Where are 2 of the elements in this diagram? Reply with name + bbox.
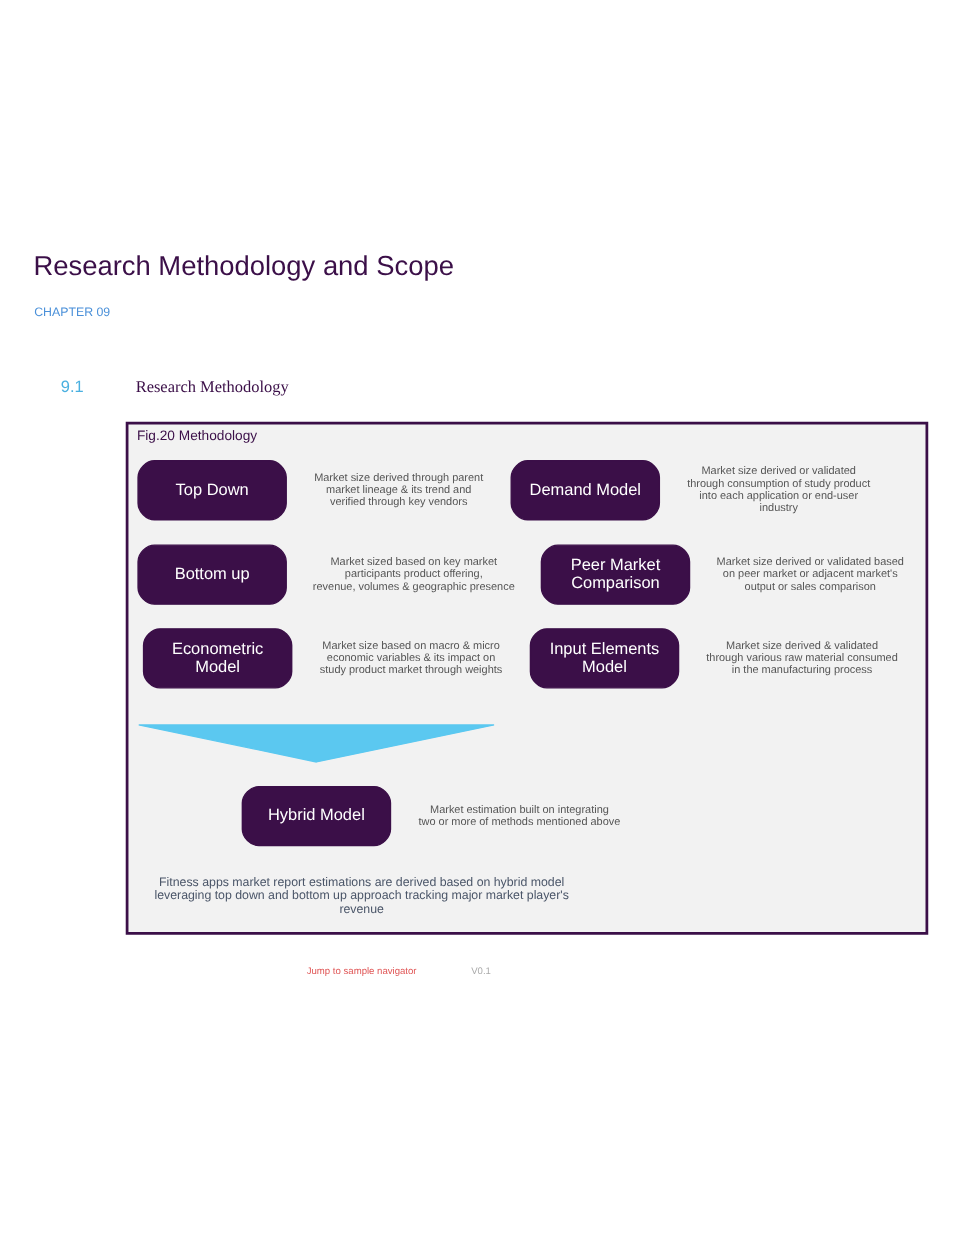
diagram-title: Research Methodology and Scope (33, 249, 454, 280)
node-triangle (138, 723, 495, 762)
